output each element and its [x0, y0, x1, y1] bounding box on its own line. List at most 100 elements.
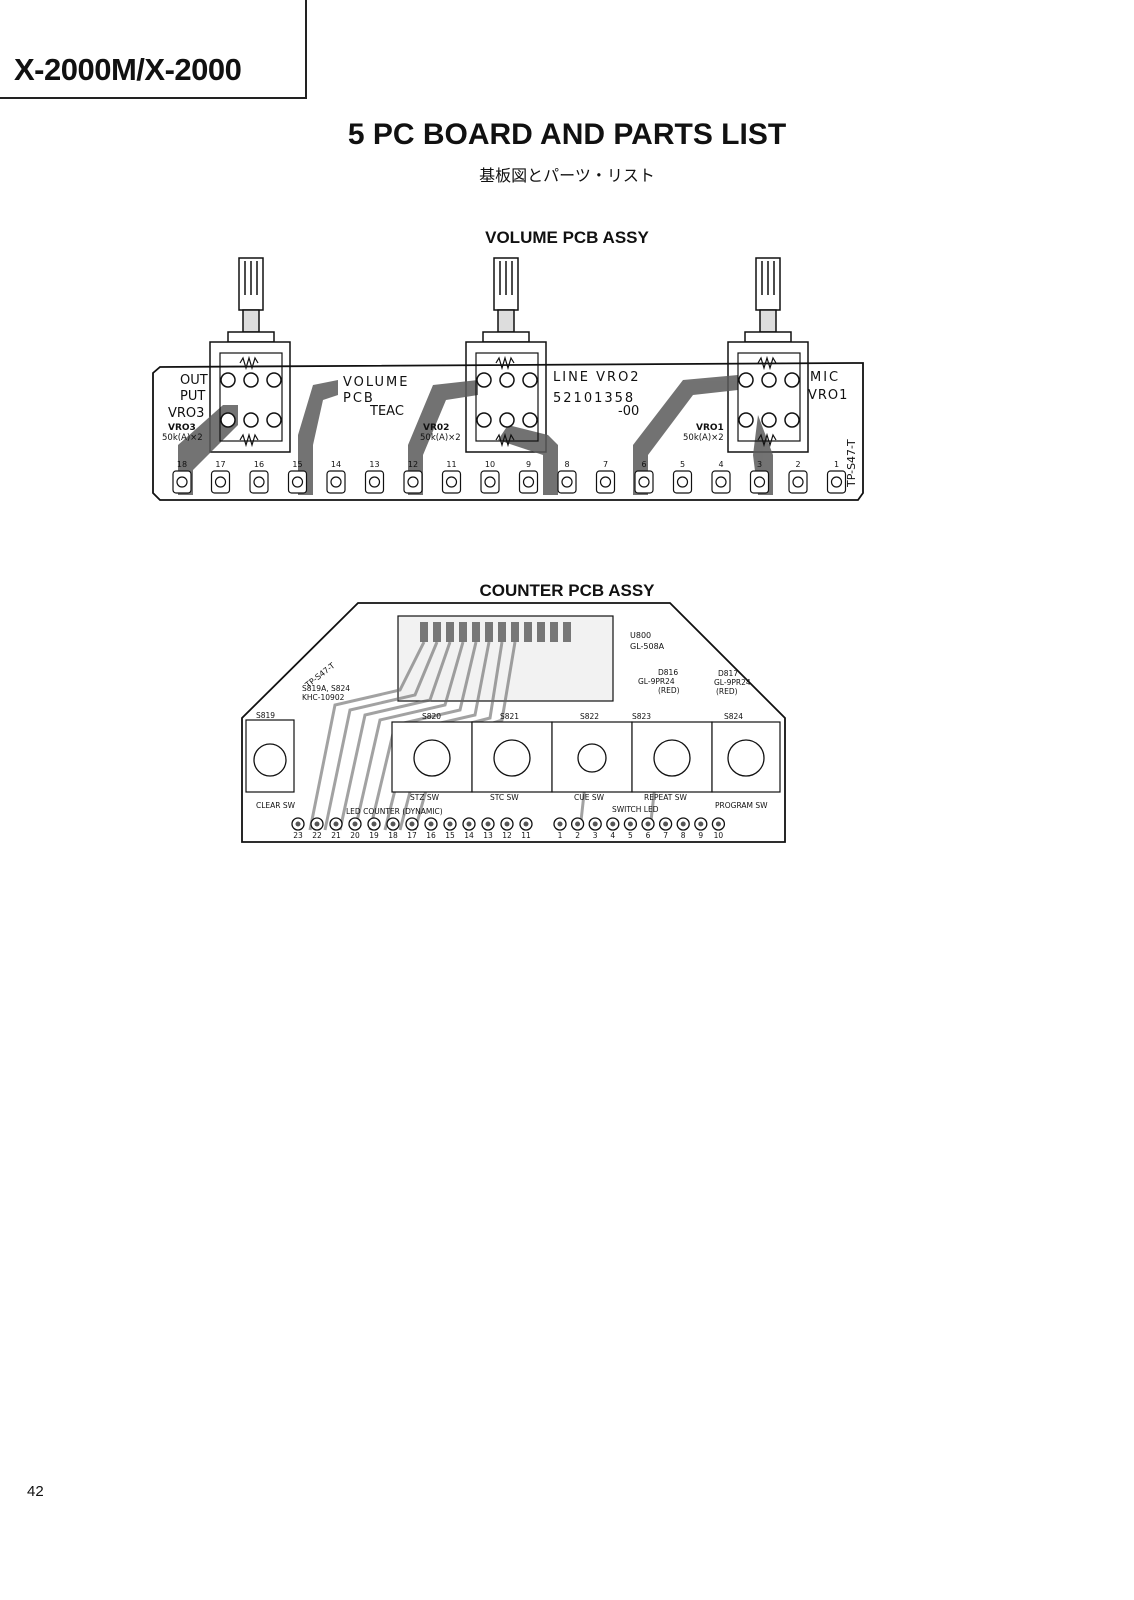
vr03-small-label: VRO3	[168, 423, 196, 433]
counter-pin: 13	[481, 817, 495, 840]
counter-pin: 11	[519, 817, 533, 840]
s823-label: S823	[632, 712, 651, 721]
counter-pin: 10	[711, 817, 726, 840]
counter-pin-number: 15	[445, 831, 455, 840]
u800-label: U800	[630, 631, 651, 640]
d817-label: D817	[718, 669, 738, 678]
counter-pin: 19	[367, 817, 381, 840]
led-counter-label: LED COUNTER (DYNAMIC)	[346, 807, 443, 816]
vr01-label: VRO1	[696, 423, 724, 433]
display-pins	[420, 622, 571, 642]
volume-pin: 18	[172, 460, 192, 494]
counter-pin-number: 20	[350, 831, 360, 840]
volume-pin-number: 11	[446, 460, 456, 469]
section-title: 5 PC BOARD AND PARTS LIST	[347, 118, 787, 151]
counter-pin: 18	[386, 817, 400, 840]
program-sw-label: PROGRAM SW	[715, 801, 768, 810]
counter-pin-number: 17	[407, 831, 417, 840]
volume-pin: 14	[326, 460, 346, 494]
model-title: X-2000M/X-2000	[14, 52, 242, 87]
volume-pin-number: 17	[215, 460, 225, 469]
switch-led-label: SWITCH LED	[612, 805, 659, 814]
vr02-label: VR02	[423, 423, 449, 433]
counter-pin: 7	[658, 817, 673, 840]
counter-pin-number: 9	[698, 831, 703, 840]
counter-pin: 3	[588, 817, 602, 840]
model-header-box: X-2000M/X-2000	[0, 0, 307, 99]
counter-pin: 16	[424, 817, 438, 840]
volume-board-outline	[152, 362, 864, 501]
counter-pin-number: 21	[331, 831, 341, 840]
teac-label: TEAC	[369, 404, 404, 419]
counter-pin: 4	[606, 817, 620, 840]
d816-label: D816	[658, 668, 678, 677]
put-label: PUT	[180, 389, 205, 404]
u800-part-label: GL-508A	[630, 642, 665, 651]
volume-pin-number: 13	[369, 460, 379, 469]
volume-pin: 12	[403, 460, 423, 494]
volume-board-code: TP-S47-T	[845, 439, 858, 488]
volume-pin-number: 15	[292, 460, 302, 469]
out-label: OUT	[180, 373, 208, 388]
d817-part-label: GL-9PR24	[714, 678, 751, 687]
suffix-label: -00	[618, 404, 639, 419]
counter-pin-number: 13	[483, 831, 493, 840]
counter-pin: 9	[694, 817, 708, 840]
counter-pcb-title: COUNTER PCB ASSY	[479, 581, 655, 600]
repeat-sw-label: REPEAT SW	[644, 793, 687, 802]
counter-pin: 8	[676, 817, 690, 840]
counter-pin: 21	[329, 817, 343, 840]
volume-pin-number: 5	[680, 460, 685, 469]
counter-pin: 14	[462, 817, 476, 840]
pot-lugs	[220, 372, 800, 428]
cue-sw-label: CUE SW	[574, 793, 605, 802]
volume-pin: 6	[634, 460, 654, 494]
mic-vr01-label: VRO1	[808, 388, 848, 403]
clear-sw-label: CLEAR SW	[256, 801, 296, 810]
counter-pin: 20	[348, 817, 362, 840]
mic-label: MIC	[810, 370, 840, 385]
counter-pin-number: 14	[464, 831, 474, 840]
volume-pin-number: 14	[331, 460, 341, 469]
counter-pin-number: 7	[663, 831, 668, 840]
counter-pin-number: 8	[681, 831, 686, 840]
counter-pin-number: 10	[714, 831, 724, 840]
switch-buttons	[253, 739, 765, 777]
volume-pin: 1	[826, 460, 847, 494]
volume-pin-number: 2	[795, 460, 800, 469]
khc-label: KHC-10902	[302, 693, 345, 702]
counter-pin: 12	[500, 817, 514, 840]
counter-pin: 23	[291, 817, 305, 840]
counter-pin-number: 1	[558, 831, 563, 840]
line-vr02-label: LINE VRO2	[553, 370, 641, 385]
volume-pin-number: 16	[254, 460, 264, 469]
volume-pin-number: 4	[718, 460, 723, 469]
counter-pin-number: 19	[369, 831, 379, 840]
counter-pin-number: 5	[628, 831, 633, 840]
counter-board-outline	[241, 602, 786, 843]
volume-pin-number: 3	[757, 460, 762, 469]
counter-pin: 17	[405, 817, 419, 840]
volume-pcb-diagram: OUT PUT VRO3 VRO3 50k(A)×2 VOLUME PCB TE…	[152, 257, 864, 501]
volume-pcb-title: VOLUME PCB ASSY	[485, 228, 649, 247]
volume-pin: 2	[788, 460, 808, 494]
s819a-label: S819A, S824	[302, 684, 350, 693]
vr01-value: 50k(A)×2	[683, 433, 724, 443]
pcb-label: PCB	[343, 391, 375, 406]
d817-color-label: (RED)	[716, 687, 738, 696]
volume-pin-number: 12	[408, 460, 418, 469]
stz-sw-label: STZ SW	[410, 793, 440, 802]
volume-pin: 13	[364, 460, 385, 494]
vr03-value: 50k(A)×2	[162, 433, 203, 443]
s820-label: S820	[422, 712, 441, 721]
d816-color-label: (RED)	[658, 686, 680, 695]
volume-pin-number: 8	[564, 460, 569, 469]
volume-pin-number: 9	[526, 460, 531, 469]
counter-pin-number: 18	[388, 831, 398, 840]
volume-pin: 5	[672, 460, 693, 494]
volume-pin: 17	[210, 460, 231, 494]
s819-label: S819	[256, 711, 275, 720]
volume-pin-number: 10	[485, 460, 495, 469]
